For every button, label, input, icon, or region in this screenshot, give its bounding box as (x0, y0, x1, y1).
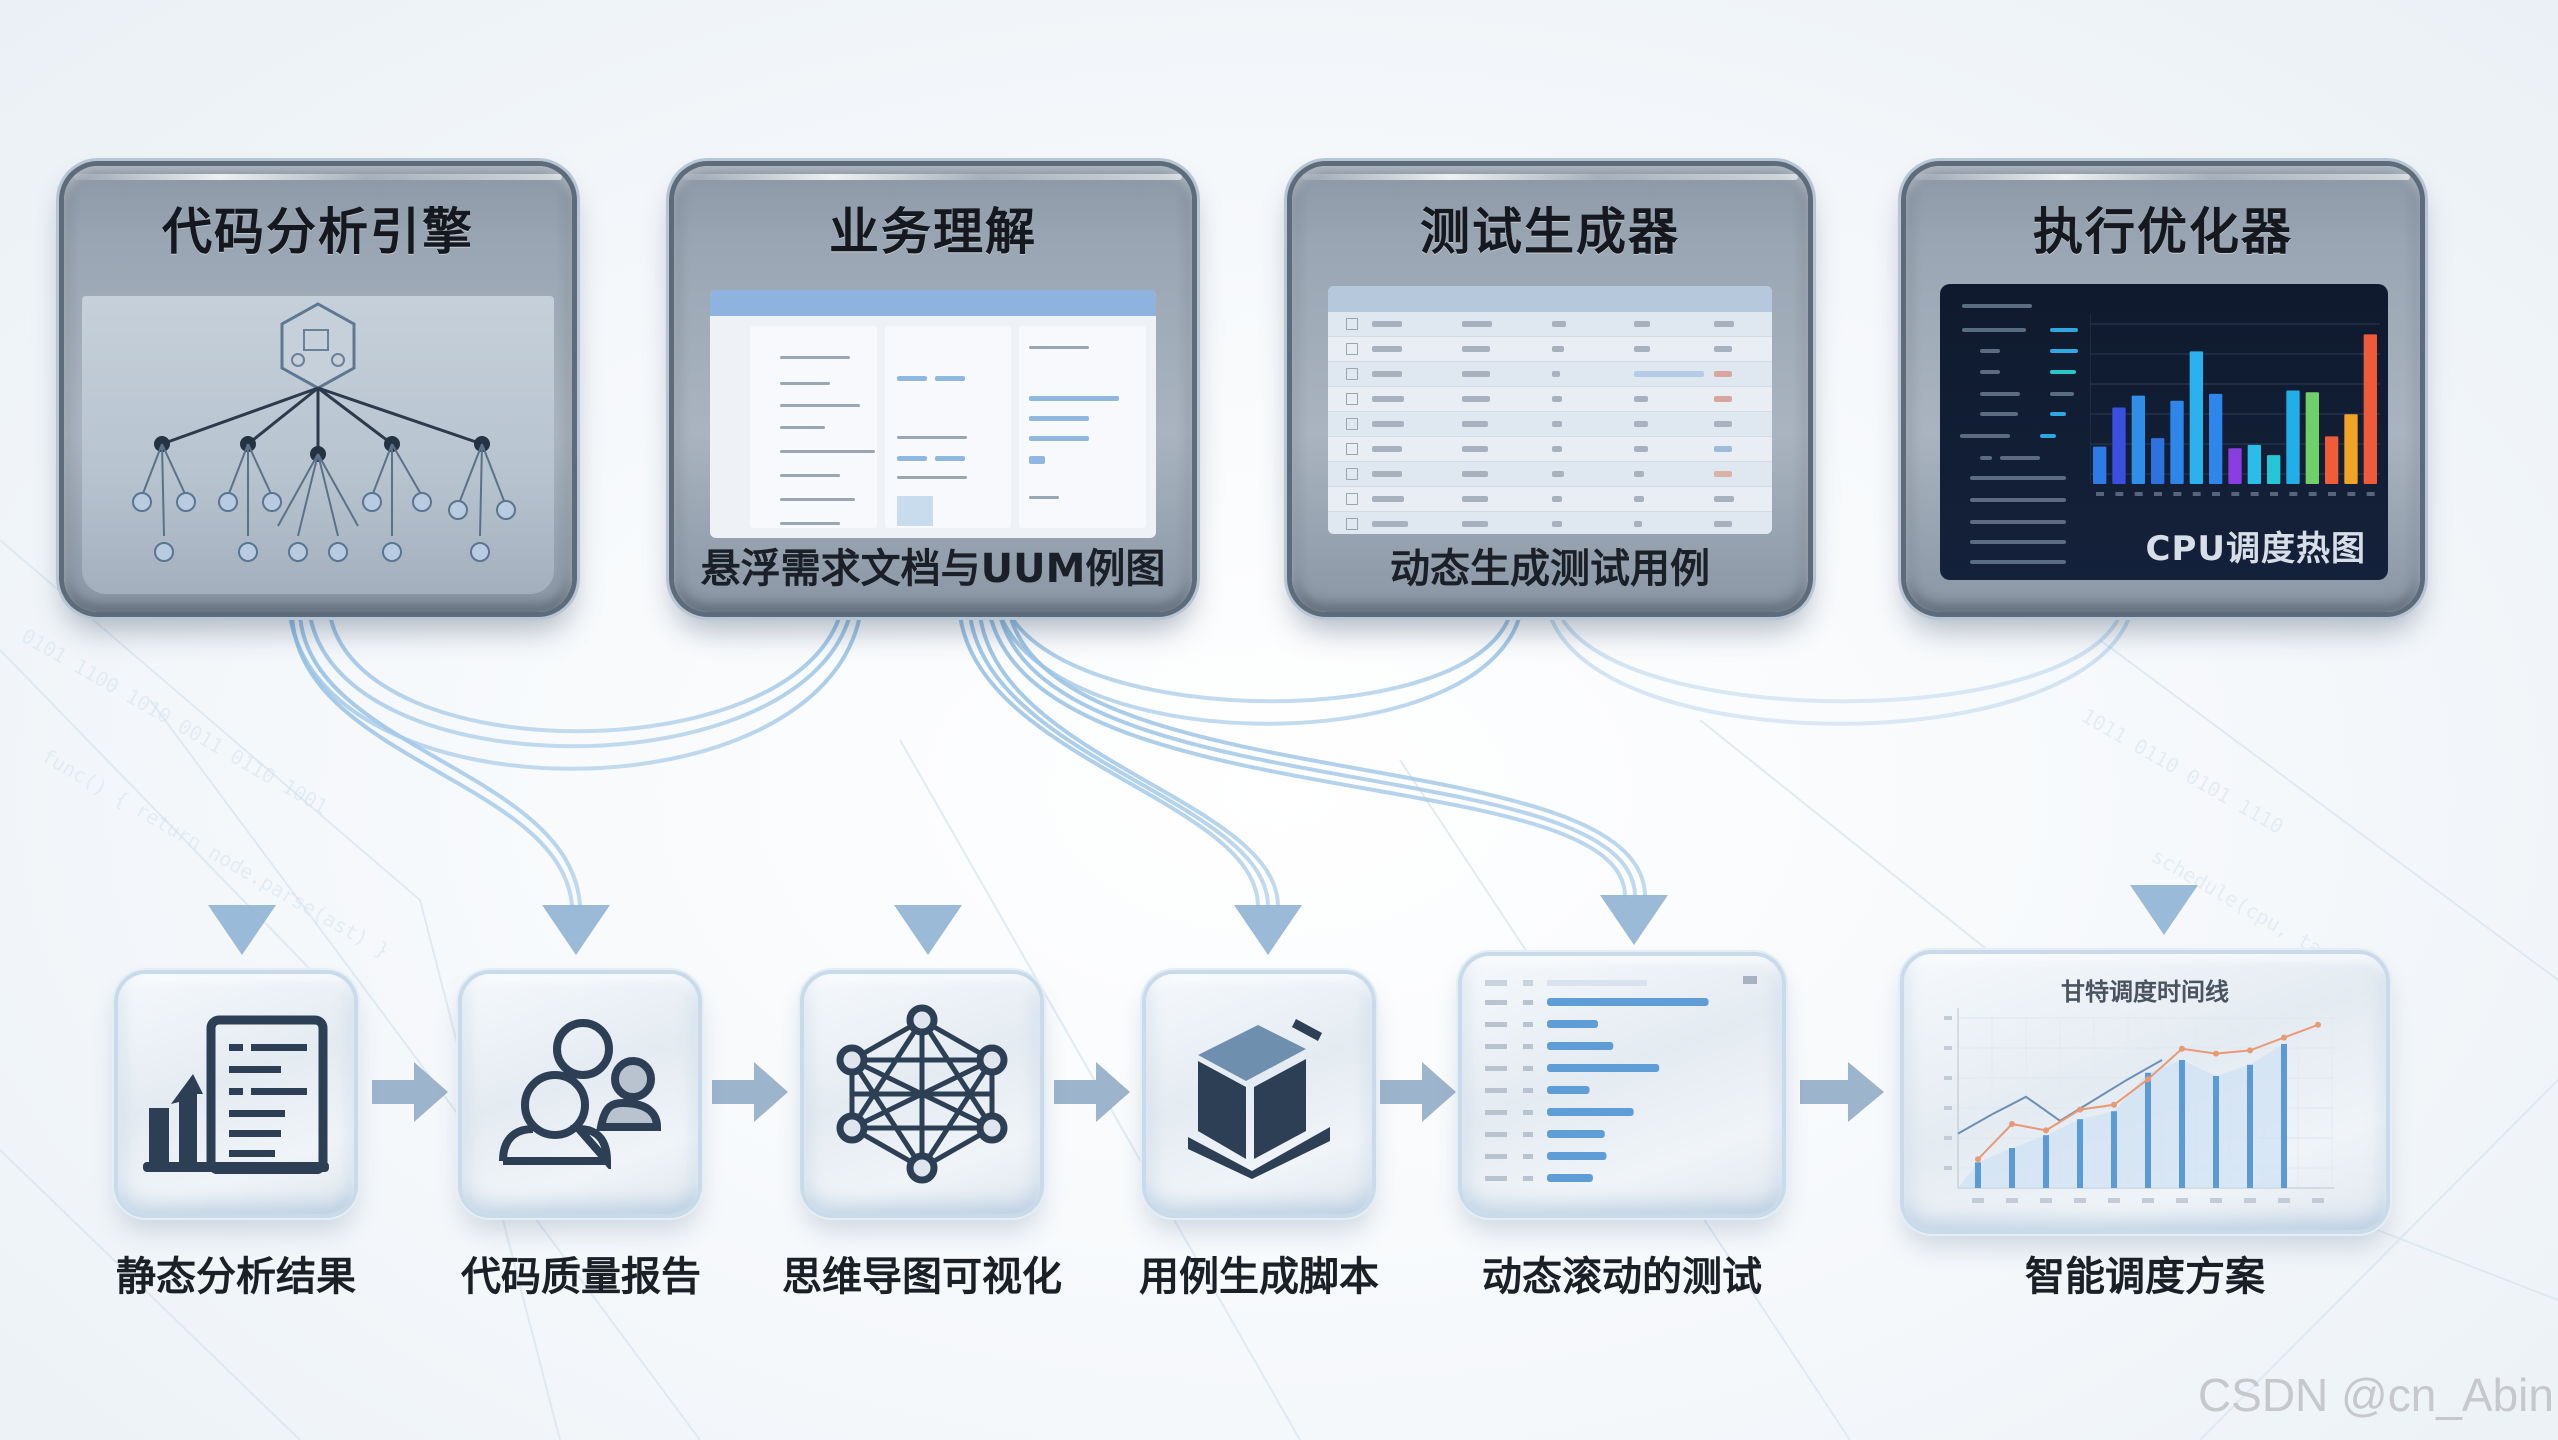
module-title: 测试生成器 (1420, 203, 1680, 261)
arrow-right-icon (1380, 1060, 1458, 1128)
module-code-analysis-engine[interactable]: 代码分析引擎 (64, 166, 572, 612)
svg-text:func() { return node.parse(ast: func() { return node.parse(ast) } (38, 744, 394, 963)
module-title: 执行优化器 (2033, 203, 2293, 261)
output-label: 思维导图可视化 (782, 1254, 1062, 1300)
output-smart-scheduling[interactable]: 甘特调度时间线 (1904, 954, 2386, 1230)
table-header (1328, 286, 1772, 312)
output-code-quality-report[interactable] (462, 974, 698, 1214)
horizontal-bar-list (1485, 976, 1757, 1182)
cpu-heatmap-caption: CPU调度热图 (2145, 529, 2366, 569)
output-label: 智能调度方案 (2025, 1254, 2265, 1300)
svg-text:1011 0110 0101 1110: 1011 0110 0101 1110 (2078, 704, 2288, 839)
table-row (1328, 487, 1772, 512)
cpu-bar-chart (2090, 314, 2380, 496)
output-test-script-generation[interactable] (1146, 974, 1372, 1214)
module-business-understanding[interactable]: 业务理解 (674, 166, 1192, 612)
output-dynamic-scroll-tests[interactable] (1462, 956, 1782, 1214)
table-row (1328, 437, 1772, 462)
table-row (1328, 412, 1772, 437)
table-body (1328, 312, 1772, 534)
table-row (1328, 337, 1772, 362)
test-case-table (1328, 286, 1772, 534)
arrow-right-icon (1800, 1060, 1886, 1128)
module-caption: 动态生成测试用例 (1390, 546, 1710, 592)
mockup-column (750, 326, 877, 528)
cube-icon (1188, 1019, 1330, 1179)
table-row (1328, 387, 1772, 412)
module-title: 业务理解 (829, 203, 1037, 261)
output-static-analysis[interactable] (118, 974, 354, 1214)
cpu-heatmap-screen: CPU调度热图 (1940, 284, 2388, 580)
table-row (1328, 362, 1772, 387)
table-row (1328, 512, 1772, 534)
users-icon (499, 1019, 662, 1169)
table-row (1328, 462, 1772, 487)
hierarchy-tree-icon (132, 302, 516, 562)
mockup-column (884, 326, 1012, 528)
output-label: 动态滚动的测试 (1482, 1254, 1762, 1300)
module-execution-optimizer[interactable]: 执行优化器 CPU调度热图 (1906, 166, 2420, 612)
arrow-right-icon (372, 1060, 450, 1128)
tree-diagram-panel (82, 296, 554, 594)
module-caption: 悬浮需求文档与UUM例图 (700, 546, 1166, 592)
module-title: 代码分析引擎 (162, 203, 474, 261)
document-mockup-screen (710, 290, 1156, 538)
output-label: 用例生成脚本 (1139, 1254, 1379, 1300)
table-row (1328, 312, 1772, 337)
report-chart-icon (143, 1015, 329, 1174)
output-label: 静态分析结果 (116, 1254, 356, 1300)
schedule-chart-title: 甘特调度时间线 (2061, 978, 2229, 1006)
line-area-chart (1944, 1008, 2334, 1203)
arrow-right-icon (1054, 1060, 1132, 1128)
svg-text:0101 1100 1010 0011 0110 1001: 0101 1100 1010 0011 0110 1001 (18, 624, 332, 819)
arrow-right-icon (712, 1060, 790, 1128)
watermark: CSDN @cn_Abin (2197, 1369, 2554, 1421)
network-graph-icon (836, 1004, 1008, 1184)
mockup-column (1019, 326, 1147, 528)
output-mindmap-visualization[interactable] (804, 974, 1040, 1214)
mockup-toolbar (710, 290, 1156, 316)
module-test-generator[interactable]: 测试生成器 动态生成测试用例 (1292, 166, 1808, 612)
output-label: 代码质量报告 (461, 1254, 701, 1300)
